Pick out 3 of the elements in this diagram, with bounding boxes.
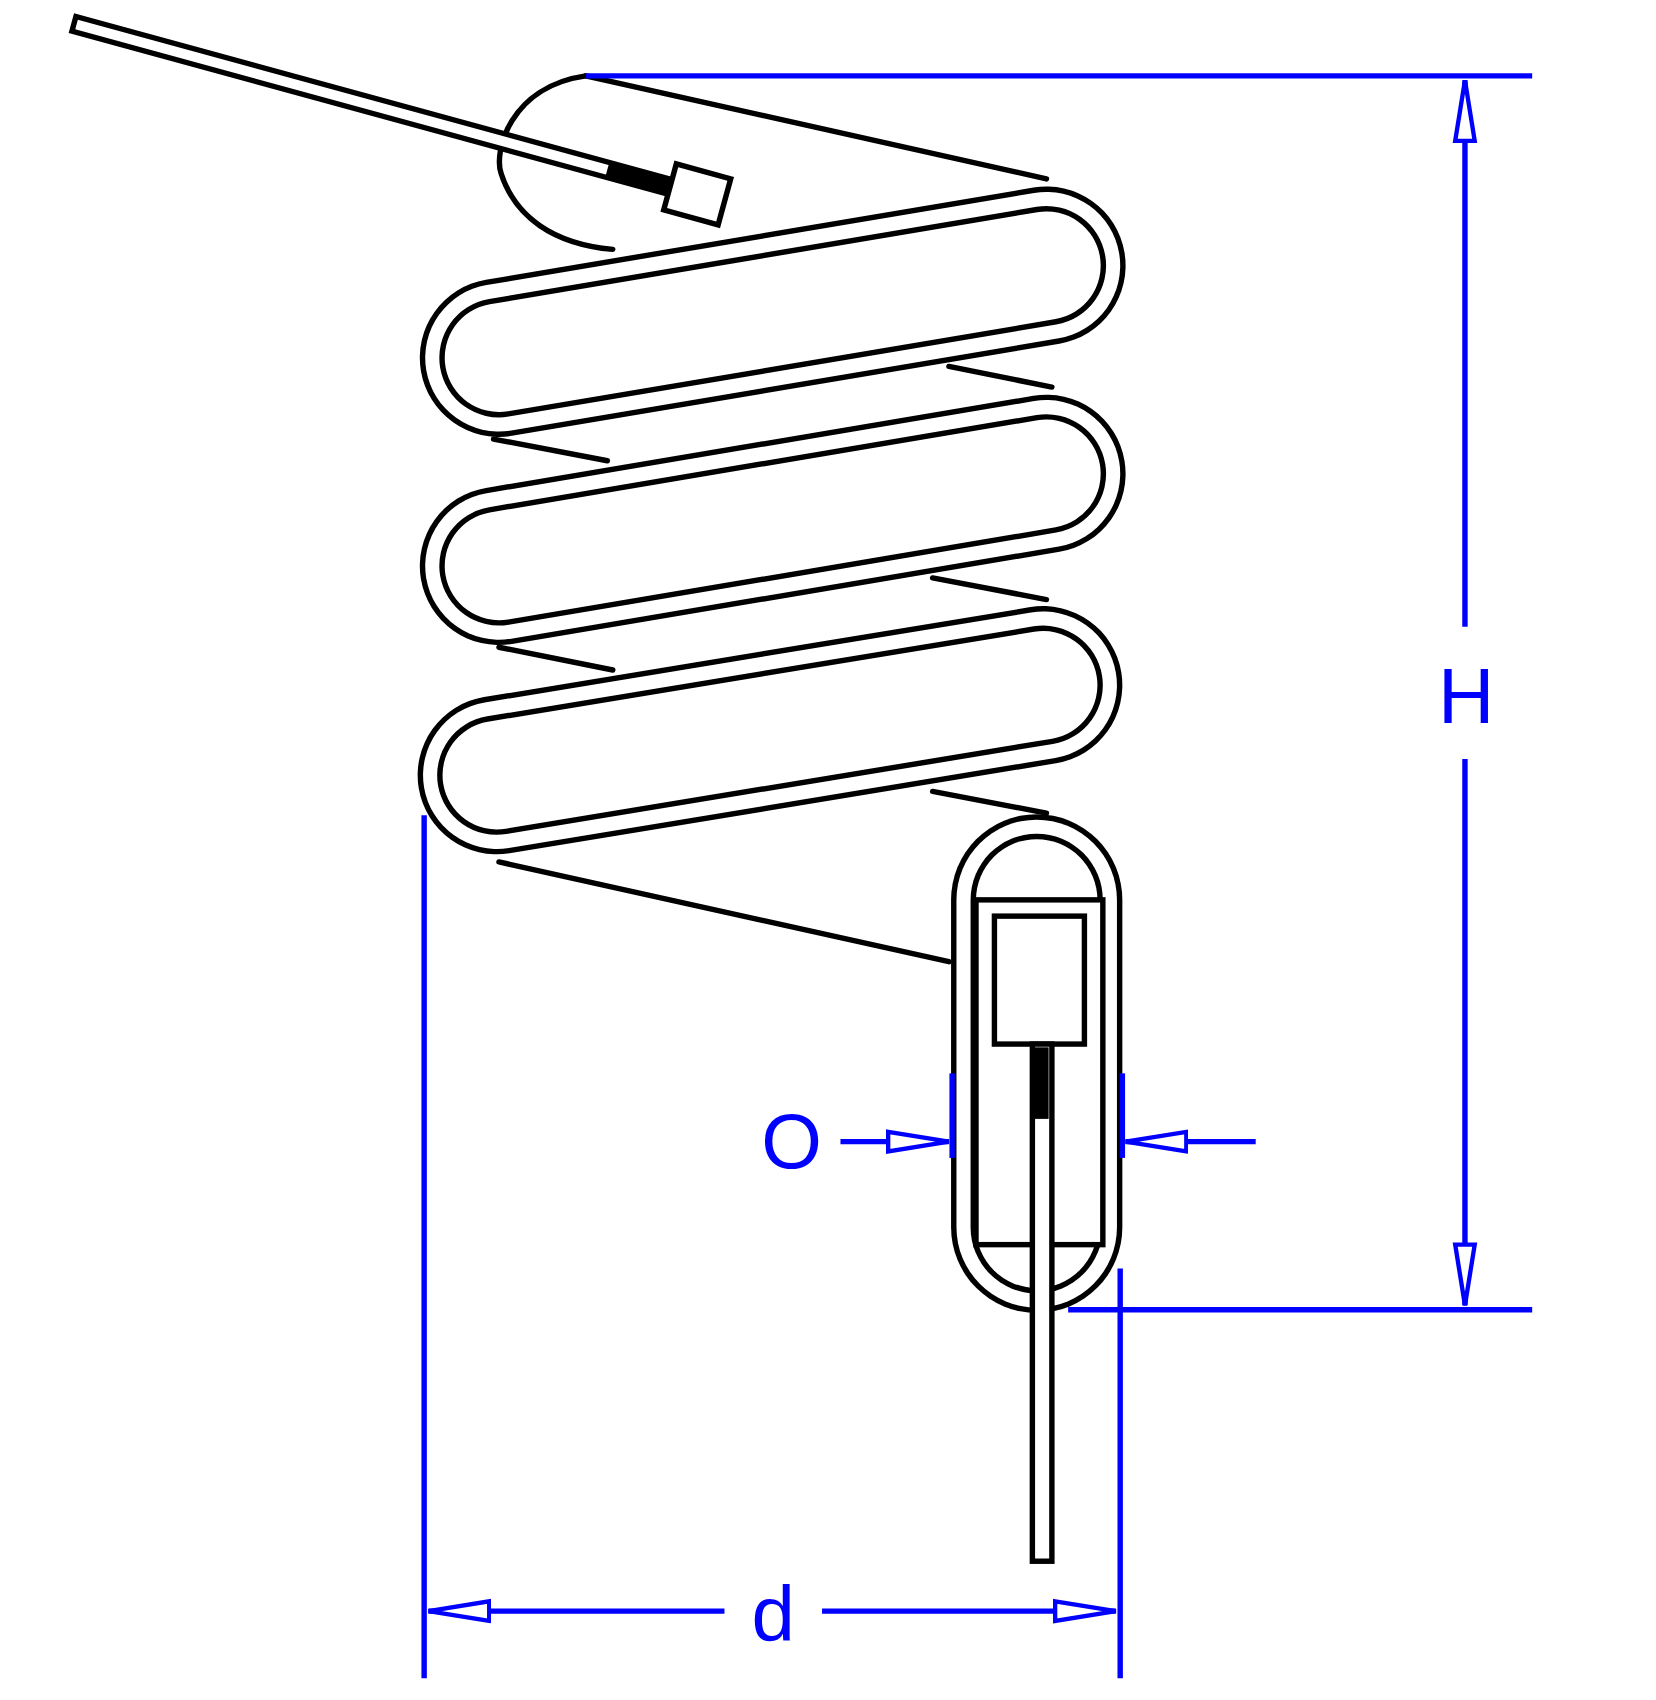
dimension-label: H — [1438, 657, 1495, 736]
dimension-label: O — [761, 1101, 822, 1180]
dimension-label: d — [751, 1574, 795, 1653]
